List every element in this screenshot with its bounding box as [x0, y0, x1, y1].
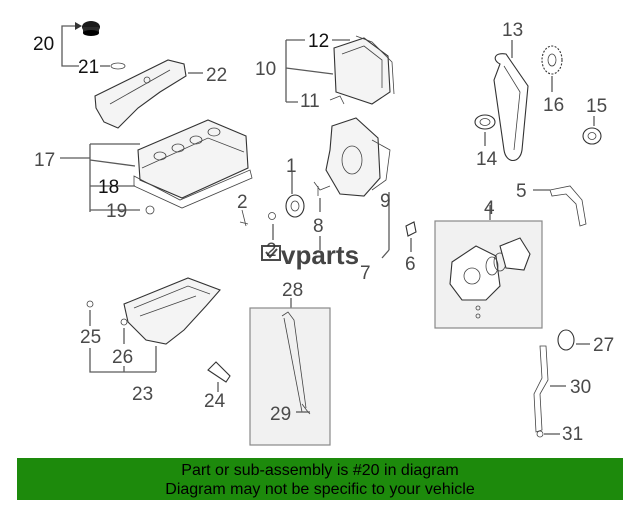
- crankshaft-pulley-part: [285, 194, 305, 218]
- leader-20: [61, 25, 80, 67]
- callout-7[interactable]: 7: [360, 263, 371, 284]
- callout-8[interactable]: 8: [313, 216, 324, 237]
- vparts-watermark: vparts: [261, 240, 359, 270]
- callout-26[interactable]: 26: [112, 347, 133, 368]
- callout-19[interactable]: 19: [106, 201, 127, 222]
- callout-23[interactable]: 23: [132, 384, 153, 405]
- callout-25[interactable]: 25: [80, 327, 101, 348]
- idler-pulley-part: [582, 127, 602, 145]
- engine-cover-part: [94, 59, 187, 129]
- callout-22[interactable]: 22: [206, 65, 227, 86]
- water-pump-gasket-part: [549, 185, 587, 227]
- callout-17[interactable]: 17: [34, 150, 55, 171]
- oil-seal-part: [557, 329, 575, 351]
- callout-16[interactable]: 16: [543, 95, 564, 116]
- oil-filler-cap-part[interactable]: [82, 21, 100, 36]
- callout-27[interactable]: 27: [593, 335, 614, 356]
- callout-10[interactable]: 10: [255, 59, 276, 80]
- callout-11[interactable]: 11: [300, 91, 320, 112]
- callout-6[interactable]: 6: [405, 254, 416, 275]
- callout-5[interactable]: 5: [516, 181, 527, 202]
- callout-21[interactable]: 21: [78, 57, 99, 78]
- camshaft-sprocket-part: [541, 45, 563, 75]
- callout-30[interactable]: 30: [570, 377, 591, 398]
- info-banner: Part or sub-assembly is #20 in diagram D…: [17, 458, 623, 500]
- callout-20[interactable]: 20: [33, 34, 54, 55]
- oil-pan-part: [123, 277, 221, 345]
- oil-strainer-part: [207, 361, 231, 383]
- callout-12[interactable]: 12: [308, 31, 329, 52]
- callout-1[interactable]: 1: [286, 156, 297, 177]
- watermark-text: vparts: [281, 240, 359, 270]
- callout-9[interactable]: 9: [380, 191, 391, 212]
- lower-timing-cover-part: [325, 117, 391, 197]
- callout-29[interactable]: 29: [270, 404, 291, 425]
- cap-gasket-part: [110, 62, 126, 70]
- dipstick-tube-part: [533, 345, 549, 433]
- bolt-6-part: [405, 221, 417, 237]
- callout-13[interactable]: 13: [502, 20, 523, 41]
- cylinder-head-cover-part: [133, 119, 253, 209]
- banner-line-2: Diagram may not be specific to your vehi…: [165, 481, 475, 498]
- parts-diagram: 20 21 22 17 18 19 10 11 12 9: [33, 20, 614, 446]
- oil-pump-part: [449, 237, 531, 319]
- bolt-part: [239, 209, 249, 227]
- upper-timing-cover-part: [333, 35, 395, 105]
- tensioner-pulley-part: [474, 114, 496, 130]
- callout-4[interactable]: 4: [484, 198, 495, 219]
- callout-15[interactable]: 15: [586, 96, 607, 117]
- callout-14[interactable]: 14: [476, 149, 498, 170]
- callout-2[interactable]: 2: [237, 192, 248, 213]
- callout-24[interactable]: 24: [204, 391, 226, 412]
- callout-18[interactable]: 18: [98, 177, 119, 198]
- dipstick-box: [249, 307, 331, 446]
- timing-belt-part: [493, 53, 529, 162]
- banner-line-1: Part or sub-assembly is #20 in diagram: [181, 462, 459, 479]
- callout-31[interactable]: 31: [562, 424, 583, 445]
- callout-28[interactable]: 28: [282, 280, 303, 301]
- callout-2b[interactable]: 2: [266, 240, 277, 261]
- crank-key-part: [313, 181, 331, 196]
